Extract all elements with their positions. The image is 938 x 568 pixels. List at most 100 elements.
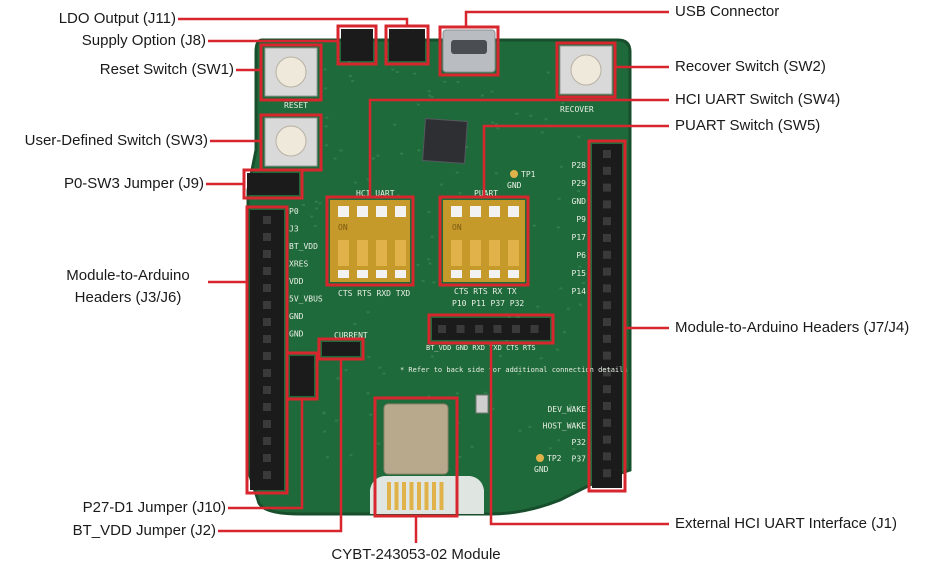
pcb-dot	[544, 118, 548, 121]
label-module-arduino-left-line1: Module-to-Arduino	[66, 267, 190, 284]
label-p0-jumper: P0-SW3 Jumper (J9)	[63, 175, 204, 192]
pcb-dot	[354, 181, 357, 184]
dip-key-bottom	[489, 270, 500, 278]
pcb-dot	[323, 430, 327, 433]
silk-current: CURRENT	[334, 331, 368, 340]
leader-ldo	[178, 17, 409, 26]
callout-box-j8	[336, 24, 378, 66]
header-pin	[263, 250, 271, 258]
pcb-dot	[324, 125, 328, 128]
dip-key-bottom	[508, 270, 519, 278]
antenna-trace	[394, 482, 399, 510]
pcb-dot	[400, 152, 404, 155]
header-pin	[603, 301, 611, 310]
header-pin	[263, 352, 271, 360]
pcb-dot	[532, 224, 536, 227]
pcb-dot	[484, 391, 488, 394]
silk-hci-pins: CTS RTS RXD TXD	[338, 289, 410, 298]
pcb-dot	[395, 71, 399, 73]
pcb-dot	[396, 194, 400, 197]
pcb-dot	[417, 103, 420, 106]
silk-right-pin-label: P29	[572, 179, 587, 188]
pcb-dot	[518, 429, 522, 432]
pcb-dot	[333, 157, 337, 160]
pcb-dot	[440, 183, 443, 186]
antenna-trace	[387, 482, 391, 510]
pcb-dot	[455, 392, 459, 395]
header-pin	[603, 267, 611, 276]
pcb-dot	[421, 280, 425, 283]
silk-tp1: TP1	[521, 170, 536, 179]
header-pin	[263, 386, 271, 394]
header-pin	[603, 418, 611, 427]
header-pin	[263, 233, 271, 241]
pcb-dot	[430, 235, 434, 238]
pcb-dot	[578, 265, 582, 268]
pcb-dot	[391, 68, 395, 71]
silk-left-pin-label: J3	[289, 225, 299, 234]
silk-right-pin-label: P32	[572, 438, 587, 447]
right-pin-labels: P28P29GNDP9P17P6P15P14DEV_WAKEHOST_WAKEP…	[543, 161, 587, 464]
dip-key-top	[357, 206, 368, 217]
silk-reset: RESET	[284, 101, 308, 110]
pcb-dot	[443, 80, 447, 83]
header-pin	[263, 284, 271, 292]
header-pin	[603, 402, 611, 410]
header-pin	[603, 183, 611, 192]
leader-sw5	[482, 124, 669, 197]
pcb-dot	[313, 224, 317, 227]
silk-on-puart: ON	[452, 223, 462, 232]
pcb-dot	[367, 356, 371, 358]
dip-key-top	[395, 206, 406, 217]
pcb-dot	[376, 154, 380, 157]
pcb-dot	[344, 369, 348, 372]
pcb-dot	[555, 348, 559, 351]
label-reset-switch: Reset Switch (SW1)	[99, 61, 234, 78]
pcb-dot	[366, 392, 370, 395]
antenna-trace	[402, 482, 406, 510]
pcb-dot	[562, 331, 566, 334]
pcb-dot	[494, 123, 498, 126]
header-pin	[603, 469, 611, 478]
header-pin	[512, 325, 520, 333]
dip-key-top	[338, 206, 349, 217]
dip-key-bottom	[338, 270, 349, 278]
dip-key-top	[508, 206, 519, 217]
silk-right-pin-label: P37	[572, 455, 587, 464]
label-bt-vdd-jumper: BT_VDD Jumper (J2)	[72, 522, 216, 539]
header-j1-part	[432, 318, 550, 340]
dip-key-slider	[470, 240, 481, 266]
pcb-dot	[577, 190, 580, 192]
silk-left-pin-label: GND	[289, 312, 304, 321]
crystal-y1	[475, 394, 489, 414]
jumper-j2-part	[322, 342, 360, 356]
label-usb-connector: USB Connector	[675, 3, 780, 20]
pcb-dot	[427, 90, 431, 93]
header-pin	[263, 420, 271, 428]
header-pin	[456, 325, 465, 333]
dip-key-bottom	[451, 270, 462, 278]
pcb-dot	[556, 226, 560, 229]
silk-left-pin-label: GND	[289, 330, 304, 339]
pcb-dot	[369, 413, 373, 416]
pcb-dot	[322, 412, 326, 415]
pcb-dot	[458, 192, 462, 195]
pcb-dot	[582, 282, 586, 284]
pcb-dot	[310, 215, 314, 218]
pcb-dot	[559, 165, 563, 168]
silk-right-pin-label: P6	[576, 251, 586, 260]
silk-right-pin-label: DEV_WAKE	[547, 405, 586, 414]
pcb-dot	[546, 71, 550, 74]
silk-puart-ports: P10 P11 P37 P32	[452, 299, 524, 308]
pcb-dot	[515, 112, 519, 115]
silk-right-pin-label: GND	[572, 197, 587, 206]
label-module-arduino-right: Module-to-Arduino Headers (J7/J4)	[675, 319, 910, 336]
pcb-dot	[349, 454, 353, 457]
label-hci-switch: HCI UART Switch (SW4)	[675, 91, 841, 108]
callout-box-j7-j4	[587, 139, 627, 493]
dip-key-top	[376, 206, 387, 217]
pcb-dot	[325, 116, 329, 119]
dip-key-slider	[508, 240, 519, 266]
